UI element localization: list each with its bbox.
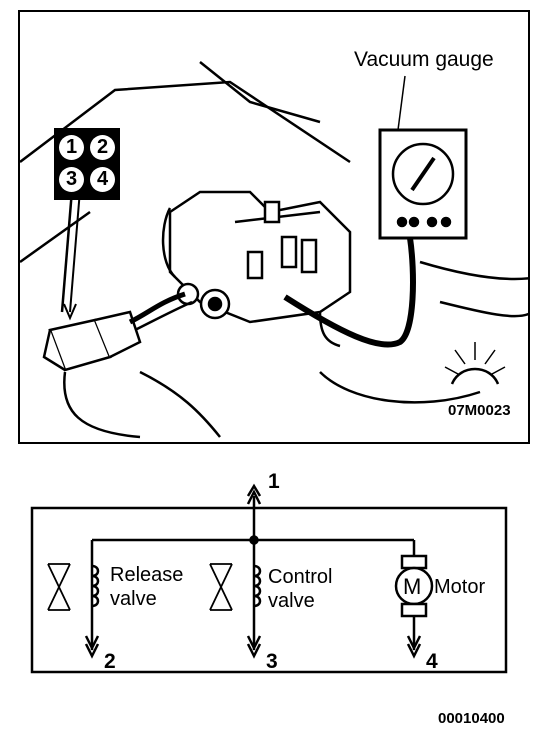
schematic-drawing-code: 00010400 bbox=[438, 710, 505, 727]
terminal-4-label: 4 bbox=[426, 650, 438, 673]
connector-pin-diagram: 1 2 3 4 bbox=[54, 128, 120, 200]
terminal-4-arrow bbox=[406, 635, 422, 659]
connector-pin-3: 3 bbox=[59, 167, 84, 192]
control-valve-symbol bbox=[209, 563, 233, 611]
junction-dot bbox=[249, 535, 259, 545]
illustration-drawing-code: 07M0023 bbox=[448, 402, 511, 419]
engine-bay-drawing bbox=[20, 61, 528, 439]
connector-pin-2: 2 bbox=[90, 135, 115, 160]
release-valve-symbol bbox=[47, 563, 71, 611]
terminal-3-arrow bbox=[246, 635, 262, 659]
motor-symbol-letter: M bbox=[403, 574, 422, 599]
connector-pin-1: 1 bbox=[59, 135, 84, 160]
vacuum-gauge-label: Vacuum gauge bbox=[354, 48, 494, 71]
terminal-1-label: 1 bbox=[268, 470, 280, 493]
control-valve-coil bbox=[253, 564, 262, 608]
release-valve-coil bbox=[91, 564, 100, 608]
control-valve-label-line2: valve bbox=[268, 590, 315, 612]
terminal-2-arrow bbox=[84, 635, 100, 659]
terminal-2-label: 2 bbox=[104, 650, 116, 673]
connector-pin-4: 4 bbox=[90, 167, 115, 192]
release-valve-label-line2: valve bbox=[110, 588, 157, 610]
control-valve-label-line1: Control bbox=[268, 566, 333, 588]
terminal-3-label: 3 bbox=[266, 650, 278, 673]
terminal-1-arrow bbox=[246, 483, 262, 505]
engine-illustration: Vacuum gauge 07M0023 1 2 3 4 bbox=[18, 10, 530, 444]
release-valve-label-line1: Release bbox=[110, 564, 184, 586]
motor-label: Motor bbox=[434, 576, 486, 598]
